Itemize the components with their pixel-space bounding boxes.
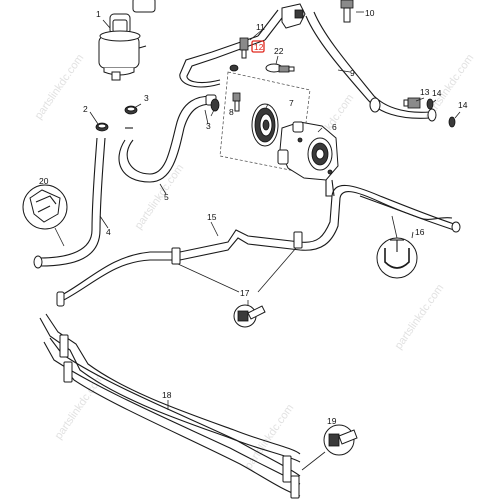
callout-label: 5 <box>164 192 169 202</box>
pressure-switch-fitting[interactable] <box>239 37 249 59</box>
callout-label: 22 <box>274 46 284 56</box>
mounting-bolt[interactable] <box>323 424 358 456</box>
callout-label: 3 <box>144 93 149 103</box>
reservoir[interactable] <box>98 0 156 81</box>
watermark: partslinkdc.com <box>33 52 87 121</box>
watermark: partslinkdc.com <box>393 282 447 351</box>
callout-label: 13 <box>420 87 430 97</box>
callout-label: 20 <box>39 176 49 186</box>
callout-labels: 1 2 3 3 4 5 6 7 8 9 10 11 12 13 14 14 15… <box>39 8 468 426</box>
pump-outlet-line[interactable] <box>325 179 453 220</box>
callout-label: 9 <box>350 68 355 78</box>
o-ring[interactable] <box>426 98 434 110</box>
callout-label: 16 <box>415 227 425 237</box>
callout-label: 11 <box>256 22 265 32</box>
hose-clip-detail[interactable] <box>22 184 68 230</box>
callout-label: 17 <box>240 288 250 298</box>
return-hose[interactable] <box>33 137 106 269</box>
callout-label: 14 <box>458 100 468 110</box>
pump-pulley[interactable] <box>251 103 279 147</box>
callout-label: 14 <box>432 88 442 98</box>
callout-label: 3 <box>206 121 211 131</box>
hose-clip-detail[interactable] <box>376 237 418 279</box>
callout-label: 8 <box>229 107 234 117</box>
highlighted-callout-box <box>251 40 265 53</box>
hose-clamp[interactable] <box>210 98 220 112</box>
callout-label: 15 <box>207 212 217 222</box>
oil-cooler-pipe[interactable] <box>39 313 301 499</box>
callout-label: 6 <box>332 122 337 132</box>
mounting-bolt[interactable] <box>340 0 354 23</box>
hose-clamp[interactable] <box>95 122 109 132</box>
o-ring[interactable] <box>229 64 239 72</box>
pressure-switch[interactable] <box>265 63 295 73</box>
callout-label: 2 <box>83 104 88 114</box>
mounting-bolt[interactable] <box>233 304 266 328</box>
callout-label-highlighted: 12 <box>254 42 264 52</box>
o-ring[interactable] <box>448 116 456 128</box>
hose-fitting[interactable] <box>403 97 421 109</box>
callout-label: 7 <box>289 98 294 108</box>
callout-label: 4 <box>106 227 111 237</box>
callout-label: 1 <box>96 9 101 19</box>
pressure-hose[interactable] <box>179 9 437 122</box>
hose-bracket[interactable] <box>281 3 306 29</box>
callout-label: 10 <box>365 8 375 18</box>
power-steering-pump[interactable] <box>277 121 339 181</box>
callout-label: 18 <box>162 390 172 400</box>
pulley-bolt[interactable] <box>232 92 241 112</box>
callout-label: 19 <box>327 416 337 426</box>
